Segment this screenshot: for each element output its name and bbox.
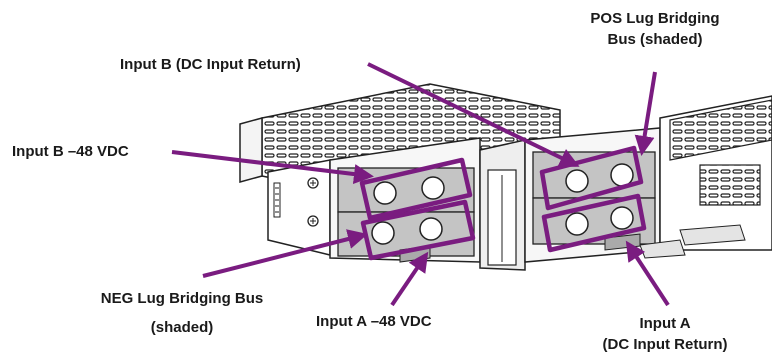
label-pos-bus-line2: Bus (shaded) [607, 31, 703, 48]
arrow-neg-bus [202, 229, 368, 278]
chassis-front [267, 159, 331, 256]
highlight-pos-bridging-bus [541, 193, 647, 253]
center-latch [479, 139, 526, 271]
label-pos-bus-line1: POS Lug Bridging [590, 10, 720, 27]
arrow-input-a-neg [390, 251, 429, 307]
label-input-b-return: Input B (DC Input Return) [120, 56, 301, 73]
label-input-b-neg: Input B –48 VDC [12, 143, 129, 160]
adjacent-module [639, 95, 772, 259]
label-neg-bus: NEG Lug Bridging Bus (shaded) [72, 288, 292, 338]
arrow-input-a-return [625, 240, 670, 307]
arrow-input-b-neg [171, 150, 374, 185]
highlight-input-b-neg [359, 157, 473, 221]
label-input-a-return: Input A (DC Input Return) [575, 313, 755, 355]
label-pos-bus: POS Lug Bridging Bus (shaded) [570, 8, 740, 50]
label-neg-bus-line2: (shaded) [150, 319, 214, 336]
arrow-pos-bus [634, 71, 657, 156]
arrow-input-b-return [367, 62, 580, 168]
highlight-input-b-return [539, 145, 644, 211]
label-input-a-return-line2: (DC Input Return) [602, 336, 728, 353]
label-input-a-neg: Input A –48 VDC [316, 313, 432, 330]
label-input-a-return-line1: Input A [639, 315, 691, 332]
highlight-neg-bridging-bus [360, 199, 476, 261]
label-neg-bus-line1: NEG Lug Bridging Bus [100, 290, 264, 307]
